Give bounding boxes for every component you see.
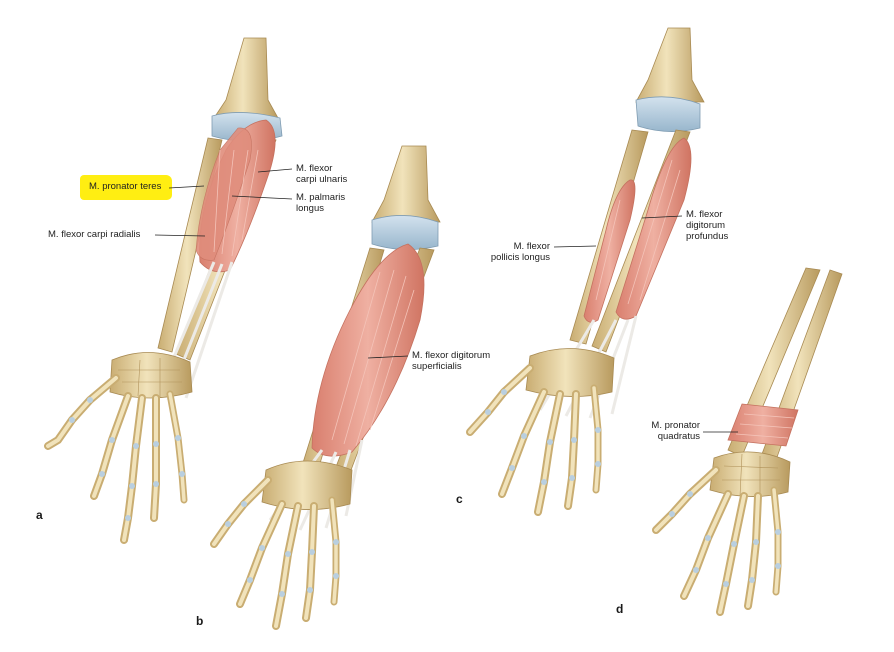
- leader-lines: [154, 168, 738, 433]
- panel-letter-c: c: [456, 492, 463, 506]
- panel-a-illustration: [44, 37, 283, 544]
- label-flexor-digitorum-superficialis: M. flexor digitorum superficialis: [412, 350, 491, 372]
- label-highlight: [80, 175, 172, 200]
- panel-letter-d: d: [616, 602, 624, 616]
- label-flexor-carpi-ulnaris: M. flexor carpi ulnaris: [296, 163, 348, 185]
- label-palmaris-longus: M. palmaris longus: [296, 192, 346, 214]
- label-flexor-pollicis-longus: M. flexor pollicis longus: [490, 241, 550, 263]
- panel-letter-b: b: [196, 614, 204, 628]
- label-pronator-teres: M. pronator teres: [89, 181, 162, 192]
- label-flexor-carpi-radialis: M. flexor carpi radialis: [48, 229, 141, 240]
- label-pronator-quadratus: M. pronator quadratus: [651, 420, 700, 442]
- panel-letter-a: a: [36, 508, 43, 522]
- panel-d-illustration: [652, 267, 843, 616]
- panel-b-illustration: [210, 145, 441, 630]
- panel-c-illustration: [466, 27, 705, 516]
- label-flexor-digitorum-profundus: M. flexor digitorum profundus: [686, 209, 729, 242]
